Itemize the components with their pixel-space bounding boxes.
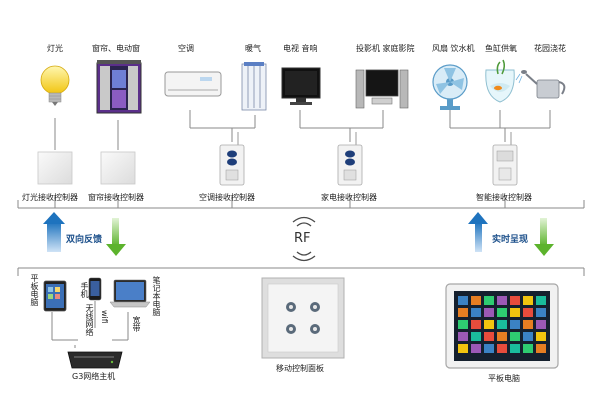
label-fish-oxygen: 鱼缸供氧: [485, 44, 517, 53]
tv-icon: [281, 67, 321, 105]
label-feedback: 双向反馈: [66, 235, 103, 245]
feedback-up-arrow: [43, 212, 65, 252]
label-light-controller: 灯光接收控制器: [22, 193, 78, 202]
watering-can-icon: [515, 70, 566, 99]
feedback-down-arrow: [106, 218, 126, 256]
rf-signal-icon: [292, 216, 316, 262]
realtime-down-arrow: [534, 218, 554, 256]
label-laptop: 笔记本电脑: [152, 276, 161, 316]
label-large-tablet: 平板电脑: [488, 374, 520, 383]
label-projector: 投影机 家庭影院: [356, 44, 415, 53]
ac-controller-plug: [219, 132, 245, 186]
phone-icon: [88, 277, 102, 301]
network-host-icon: [67, 351, 123, 369]
label-host: G3网络主机: [72, 372, 116, 381]
label-ac: 空调: [178, 44, 194, 53]
mobile-control-panel-icon: [261, 277, 345, 359]
label-rf: RF: [294, 231, 311, 246]
light-controller-plate: [37, 151, 73, 185]
label-garden-water: 花园浇花: [534, 44, 566, 53]
appliance-controller-plug: [337, 132, 363, 186]
realtime-up-arrow: [468, 212, 488, 252]
large-tablet-icon: [445, 283, 559, 369]
air-conditioner-icon: [164, 71, 222, 97]
label-curtain: 窗帘、电动窗: [92, 44, 140, 53]
label-realtime: 实时呈现: [492, 235, 529, 245]
tablet-app-grid: [458, 296, 546, 353]
label-wireless: 无线网络: [85, 304, 94, 336]
label-small-tablet: 平板电脑: [30, 274, 39, 306]
curtain-controller-plate: [100, 151, 136, 185]
host-connector-lines: [51, 301, 129, 348]
label-curtain-controller: 窗帘接收控制器: [88, 193, 144, 202]
fish-bowl-icon: [485, 59, 515, 103]
light-bulb-icon: [40, 65, 70, 106]
label-heater: 暖气: [245, 44, 261, 53]
bottom-bracket-line: [17, 267, 585, 276]
curtain-window-icon: [96, 60, 142, 114]
smart-controller-plug: [492, 132, 518, 186]
label-light: 灯光: [47, 44, 63, 53]
label-smart-controller: 智能接收控制器: [476, 193, 532, 202]
label-fan-water: 风扇 饮水机: [432, 44, 475, 53]
fan-icon: [432, 64, 468, 110]
top-connector-lines: [17, 110, 585, 209]
label-broadband: 宽带: [132, 316, 141, 332]
label-appliance-controller: 家电接收控制器: [321, 193, 377, 202]
label-tv-audio: 电视 音响: [283, 44, 318, 53]
small-tablet-icon: [43, 280, 67, 312]
label-phone: 手机: [80, 282, 89, 298]
label-ac-controller: 空调接收控制器: [199, 193, 255, 202]
projector-home-theater-icon: [355, 69, 409, 109]
label-wifi: wifi: [100, 310, 109, 324]
label-control-panel: 移动控制面板: [276, 364, 324, 373]
laptop-icon: [109, 279, 151, 308]
heater-icon: [241, 62, 267, 111]
